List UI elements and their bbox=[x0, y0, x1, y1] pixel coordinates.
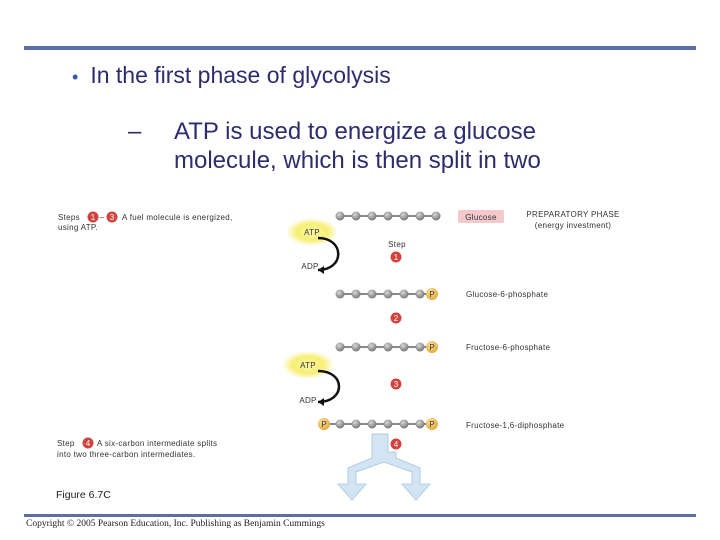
molecule-fructose-6-phosphate: Fructose-6-phosphate bbox=[466, 343, 551, 352]
copyright: Copyright © 2005 Pearson Education, Inc.… bbox=[26, 519, 325, 529]
atp-label-1: ATP bbox=[304, 228, 320, 237]
phase-line-2: (energy investment) bbox=[535, 221, 611, 230]
step-4-note: Step 4 A six-carbon intermediate splits … bbox=[57, 438, 217, 460]
phosphate-label-3: P bbox=[321, 420, 326, 429]
step-4-note-number: 4 bbox=[86, 439, 91, 448]
step-number-4: 4 bbox=[394, 440, 399, 449]
step-4-line-1: A six-carbon intermediate splits bbox=[97, 439, 217, 448]
step-4-prefix: Step bbox=[57, 439, 75, 448]
step-number-3: 3 bbox=[394, 380, 399, 389]
figure-label: Figure 6.7C bbox=[56, 489, 111, 501]
bottom-rule bbox=[24, 514, 696, 517]
glucose-label: Glucose bbox=[465, 213, 497, 222]
steps-note-start: 1 bbox=[91, 213, 96, 222]
phase-line-1: PREPARATORY PHASE bbox=[526, 210, 619, 219]
atp-label-2: ATP bbox=[300, 361, 316, 370]
steps-note-dash: – bbox=[100, 213, 105, 222]
steps-note-line-2: using ATP. bbox=[58, 223, 98, 232]
glucose-6-phosphate-chain bbox=[336, 288, 439, 300]
fructose-6-phosphate-chain bbox=[336, 341, 439, 353]
steps-note-end: 3 bbox=[110, 213, 115, 222]
molecule-fructose-1-6-diphosphate: Fructose-1,6-diphosphate bbox=[466, 421, 565, 430]
molecule-glucose-6-phosphate: Glucose-6-phosphate bbox=[466, 290, 548, 299]
phosphate-label-1: P bbox=[429, 290, 434, 299]
step-4-line-2: into two three-carbon intermediates. bbox=[57, 450, 195, 459]
steps-note: Steps 1 – 3 A fuel molecule is energized… bbox=[58, 212, 233, 233]
phosphate-label-4: P bbox=[429, 420, 434, 429]
phosphate-label-2: P bbox=[429, 343, 434, 352]
steps-note-line-1: A fuel molecule is energized, bbox=[122, 213, 233, 222]
step-number-2: 2 bbox=[394, 314, 399, 323]
adp-label-2: ADP bbox=[299, 396, 316, 405]
split-arrow bbox=[338, 434, 430, 500]
step-number-1: 1 bbox=[394, 253, 399, 262]
fructose-1-6-diphosphate-chain bbox=[318, 418, 438, 430]
steps-note-prefix: Steps bbox=[58, 213, 80, 222]
step-word-1: Step bbox=[388, 240, 406, 249]
glucose-chain bbox=[336, 212, 441, 221]
adp-label-1: ADP bbox=[301, 262, 318, 271]
